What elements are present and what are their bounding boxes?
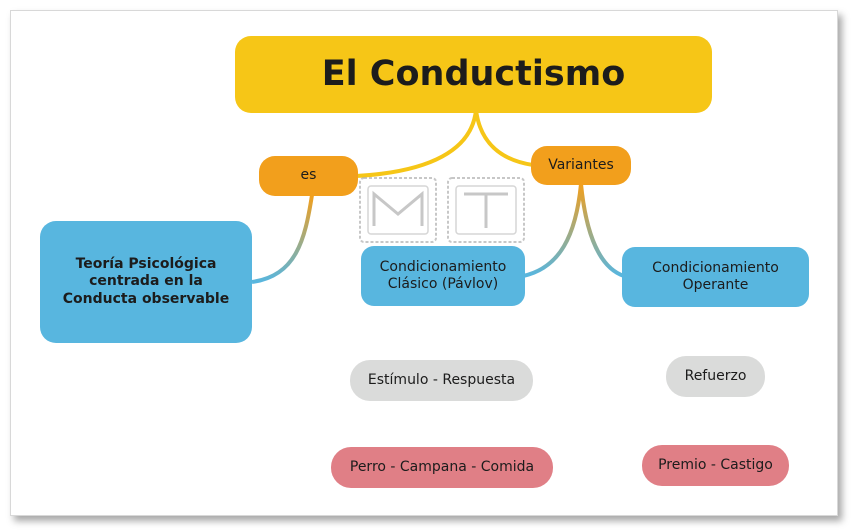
stimulus-response-node: Estímulo - Respuesta xyxy=(350,360,533,401)
operant-conditioning-label: Condicionamiento Operante xyxy=(652,259,779,294)
definition-node: Teoría Psicológica centrada en la Conduc… xyxy=(40,221,252,343)
link-label-variantes: Variantes xyxy=(548,156,614,173)
connector-variantes-operante xyxy=(579,183,625,278)
operant-example-label: Premio - Castigo xyxy=(658,456,773,473)
link-node-es: es xyxy=(259,156,358,196)
classical-conditioning-label: Condicionamiento Clásico (Pávlov) xyxy=(379,258,507,293)
stimulus-response-label: Estímulo - Respuesta xyxy=(367,371,516,388)
connector-title-variantes xyxy=(474,109,534,167)
classical-example-node: Perro - Campana - Comida xyxy=(331,447,553,488)
link-label-es: es xyxy=(300,167,317,184)
link-node-variantes: Variantes xyxy=(531,146,631,185)
classical-example-label: Perro - Campana - Comida xyxy=(349,458,535,475)
main-topic-title: El Conductismo xyxy=(321,53,626,94)
operant-example-node: Premio - Castigo xyxy=(642,445,789,486)
connector-variantes-clasico xyxy=(522,183,583,278)
main-topic-node: El Conductismo xyxy=(235,36,712,113)
operant-conditioning-node: Condicionamiento Operante xyxy=(622,247,809,307)
reinforcement-node: Refuerzo xyxy=(666,356,765,397)
reinforcement-label: Refuerzo xyxy=(684,367,747,384)
watermark-logo xyxy=(359,177,525,243)
classical-conditioning-node: Condicionamiento Clásico (Pávlov) xyxy=(361,246,525,306)
connector-title-es xyxy=(355,109,478,178)
connector-es-theory xyxy=(251,194,314,284)
definition-text: Teoría Psicológica centrada en la Conduc… xyxy=(62,255,230,307)
